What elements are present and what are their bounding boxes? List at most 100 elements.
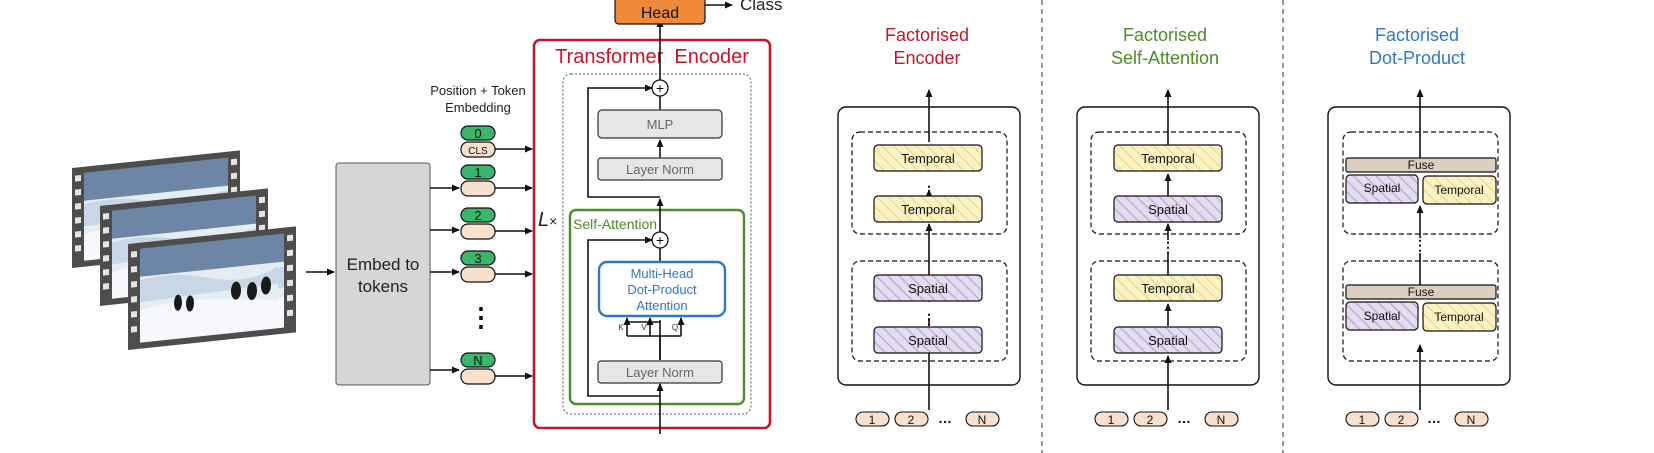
mhsa-line1: Multi-Head (631, 266, 694, 281)
query-label: Q (672, 323, 678, 332)
position-id-3: 3 (474, 251, 481, 266)
svg-text:N: N (1467, 413, 1476, 427)
panel-factorised-encoder: Factorised Encoder ⋮ ⋮ Temporal Temporal… (837, 25, 1021, 427)
panel2-temporal-block-2: Temporal (1113, 274, 1223, 302)
panel2-spatial-block-2: Spatial (1113, 326, 1223, 354)
svg-text:…: … (938, 410, 952, 426)
position-id-2: 2 (474, 208, 481, 223)
panel1-dots-bottom: ⋮ (922, 311, 936, 327)
embed-label-line2: tokens (358, 277, 408, 296)
token-n: N (460, 352, 496, 385)
encoder-flow-lines (587, 19, 685, 434)
svg-text:N: N (1217, 413, 1226, 427)
repeat-label: L× (538, 209, 557, 231)
panel2-title-line2: Self-Attention (1111, 48, 1219, 68)
svg-text:Temporal: Temporal (901, 202, 955, 217)
embed-label-line1: Embed to (347, 255, 420, 274)
panel3-title-line1: Factorised (1375, 25, 1459, 45)
svg-text:+: + (656, 232, 664, 248)
position-token-label-line1: Position + Token (430, 83, 526, 98)
panel3-fuse-bottom: Fuse (1345, 284, 1497, 300)
token-3: 3 (460, 250, 496, 283)
mhsa-line2: Dot-Product (627, 282, 697, 297)
embed-to-tokens-block: Embed to tokens (335, 162, 431, 386)
panel1-input-tokens: 1 2 … N (855, 410, 1000, 427)
panel3-spatial-bottom: Spatial (1345, 301, 1419, 331)
position-id-1: 1 (474, 165, 481, 180)
token-2: 2 (460, 207, 496, 240)
panel3-fuse-top: Fuse (1345, 157, 1497, 173)
svg-text:Temporal: Temporal (1141, 151, 1195, 166)
panel3-temporal-top: Temporal (1422, 175, 1497, 205)
video-frame (128, 226, 296, 350)
layer-norm-top: Layer Norm (597, 157, 723, 181)
svg-text:Temporal: Temporal (901, 151, 955, 166)
panel1-dots-top: ⋮ (922, 183, 936, 199)
mhsa-line3: Attention (636, 298, 687, 313)
key-label: K (618, 323, 624, 332)
svg-text:Spatial: Spatial (1364, 309, 1401, 323)
panel3-input-tokens: 1 2 … N (1345, 410, 1489, 427)
svg-text:Spatial: Spatial (908, 333, 948, 348)
panel-factorised-dot-product: Factorised Dot-Product ⋮ Fuse Spatial Te… (1327, 25, 1511, 427)
position-token-label-line2: Embedding (445, 100, 511, 115)
svg-text:Spatial: Spatial (1148, 333, 1188, 348)
position-id-0: 0 (474, 126, 481, 141)
token-column: 0 CLS 1 2 3 ⋮ N (460, 125, 496, 385)
svg-text:N: N (978, 413, 987, 427)
multi-head-attention-block: Multi-Head Dot-Product Attention (597, 260, 727, 318)
panel3-temporal-bottom: Temporal (1422, 302, 1497, 332)
panel3-title-line2: Dot-Product (1369, 48, 1465, 68)
layer-norm-top-label: Layer Norm (626, 162, 694, 177)
panel2-dots: ⋮ (1161, 239, 1175, 255)
panel2-spatial-block-1: Spatial (1113, 195, 1223, 223)
layer-norm-bottom: Layer Norm (597, 360, 723, 384)
value-label: V (641, 323, 647, 332)
self-attention-label: Self-Attention (573, 216, 657, 232)
cls-token: 0 CLS (460, 125, 496, 158)
svg-text:Spatial: Spatial (908, 281, 948, 296)
svg-text:Temporal: Temporal (1434, 310, 1483, 324)
svg-text:2: 2 (908, 413, 915, 427)
panel1-temporal-block-1: Temporal (873, 144, 983, 172)
svg-text:Fuse: Fuse (1408, 158, 1435, 172)
token-1: 1 (460, 164, 496, 197)
panel3-dots: ⋮ (1413, 237, 1427, 253)
panel2-input-tokens: 1 2 … N (1094, 410, 1239, 427)
svg-text:Spatial: Spatial (1148, 202, 1188, 217)
cls-label: CLS (468, 146, 488, 157)
embed-to-token-arrows (430, 184, 460, 374)
transformer-encoder: Transformer Encoder L× Self-Attention (532, 19, 772, 434)
svg-text:1: 1 (869, 413, 876, 427)
svg-text:…: … (1427, 410, 1441, 426)
position-id-n: N (473, 353, 482, 368)
panel1-title-line2: Encoder (893, 48, 960, 68)
mlp-block: MLP (597, 109, 723, 139)
input-video-frames (72, 150, 296, 350)
residual-add-bottom: + (651, 231, 669, 249)
residual-add-top: + (651, 79, 669, 97)
head-block: Head Class (614, 0, 783, 25)
svg-text:Spatial: Spatial (1364, 181, 1401, 195)
svg-text:Temporal: Temporal (1141, 281, 1195, 296)
svg-text:2: 2 (1398, 413, 1405, 427)
token-ellipsis: ⋮ (468, 302, 494, 332)
panel1-temporal-block-2: Temporal (873, 195, 983, 223)
panel1-spatial-block-2: Spatial (873, 326, 983, 354)
panel1-spatial-block-1: Spatial (873, 274, 983, 302)
panel2-temporal-block-1: Temporal (1113, 144, 1223, 172)
mlp-label: MLP (647, 117, 674, 132)
svg-text:1: 1 (1359, 413, 1366, 427)
svg-text:Fuse: Fuse (1408, 285, 1435, 299)
panel-factorised-self-attention: Factorised Self-Attention ⋮ Temporal Spa… (1076, 25, 1260, 427)
encoder-title: Transformer Encoder (555, 46, 749, 68)
panel2-title-line1: Factorised (1123, 25, 1207, 45)
panel3-spatial-top: Spatial (1345, 174, 1419, 204)
token-to-encoder-arrows (495, 145, 533, 380)
svg-text:+: + (656, 80, 664, 96)
panel1-title-line1: Factorised (885, 25, 969, 45)
svg-text:…: … (1177, 410, 1191, 426)
layer-norm-bottom-label: Layer Norm (626, 365, 694, 380)
class-label: Class (740, 0, 783, 14)
